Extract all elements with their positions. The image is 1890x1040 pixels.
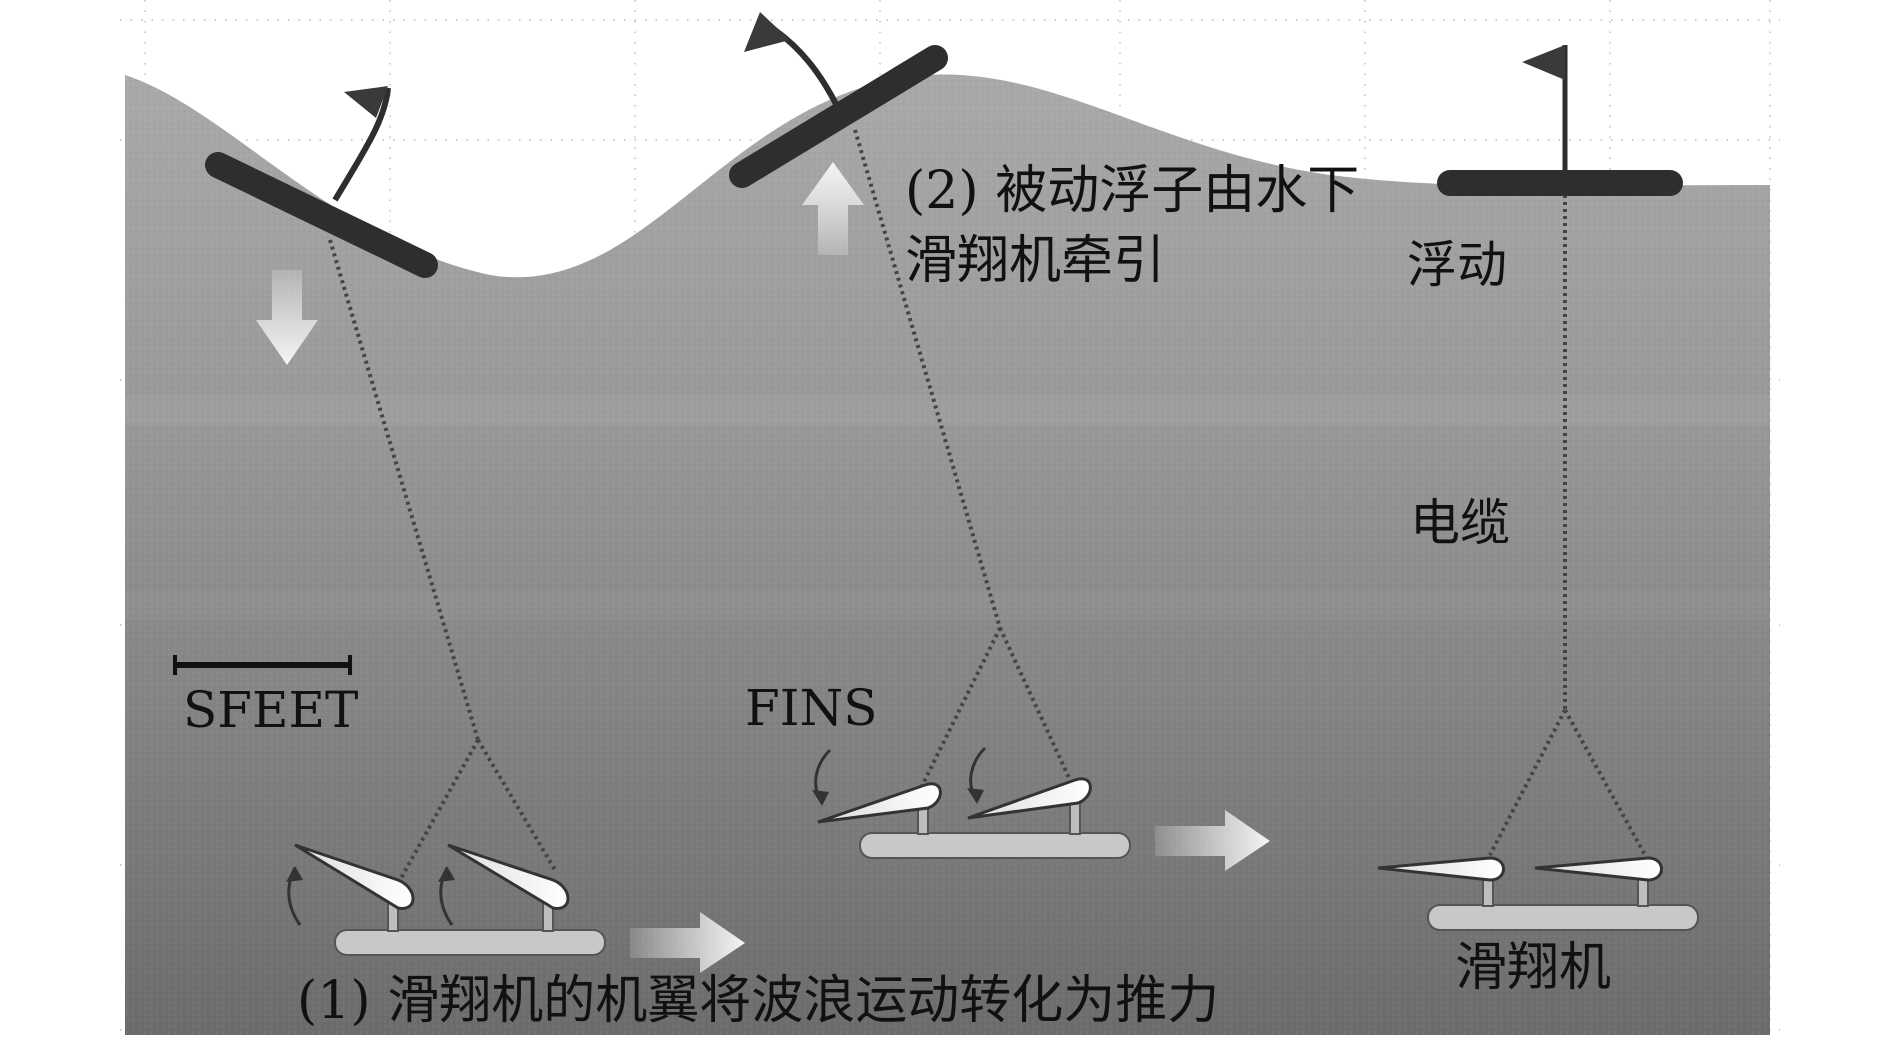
wing-fin <box>1534 856 1663 882</box>
flag-icon <box>332 87 391 202</box>
step1-label: (1) 滑翔机的机翼将波浪运动转化为推力 <box>297 971 1219 1031</box>
wing-fin <box>447 843 570 910</box>
left-unit <box>205 86 745 973</box>
wing-fin <box>294 843 415 910</box>
glider-label: 滑翔机 <box>1455 938 1611 998</box>
depth-band <box>125 395 1770 425</box>
scale-label: SFEET <box>183 681 358 739</box>
scale-bar <box>173 655 352 675</box>
cable-middle <box>853 129 1002 629</box>
glider-right <box>1377 856 1699 931</box>
depth-band <box>125 590 1770 620</box>
right-arrow-icon <box>630 912 745 973</box>
right-unit <box>1377 45 1699 931</box>
right-arrow-icon <box>1155 810 1270 871</box>
glider-left <box>286 843 606 956</box>
float-right <box>1437 45 1683 196</box>
down-arrow-icon <box>256 270 318 365</box>
wing-fin <box>817 782 942 824</box>
curved-up-arrow-icon <box>438 866 455 882</box>
step2-label-line2: 滑翔机牵引 <box>905 231 1165 291</box>
cable-left <box>328 239 480 741</box>
flag-icon <box>344 86 388 118</box>
wing-fin <box>1377 856 1505 882</box>
glider-middle <box>812 746 1131 859</box>
float-label: 浮动 <box>1407 236 1507 294</box>
cable-label: 电缆 <box>1410 494 1510 552</box>
cable-middle-branch <box>918 627 1002 791</box>
flag-icon <box>1522 45 1565 80</box>
wing-fin <box>967 777 1092 820</box>
middle-unit <box>729 12 1270 871</box>
curved-down-arrow-icon <box>967 788 984 804</box>
step2-label-line1: (2) 被动浮子由水下 <box>905 161 1359 221</box>
flag-icon <box>773 27 841 110</box>
curved-down-arrow-icon <box>812 790 829 806</box>
sea-texture <box>125 74 1770 1035</box>
fins-label: FINS <box>745 679 877 737</box>
up-arrow-icon <box>802 162 864 255</box>
flag-icon <box>744 12 790 52</box>
float-middle <box>729 12 948 188</box>
float-left <box>205 86 438 278</box>
cable-left-branch <box>398 739 480 881</box>
curved-up-arrow-icon <box>286 866 303 882</box>
